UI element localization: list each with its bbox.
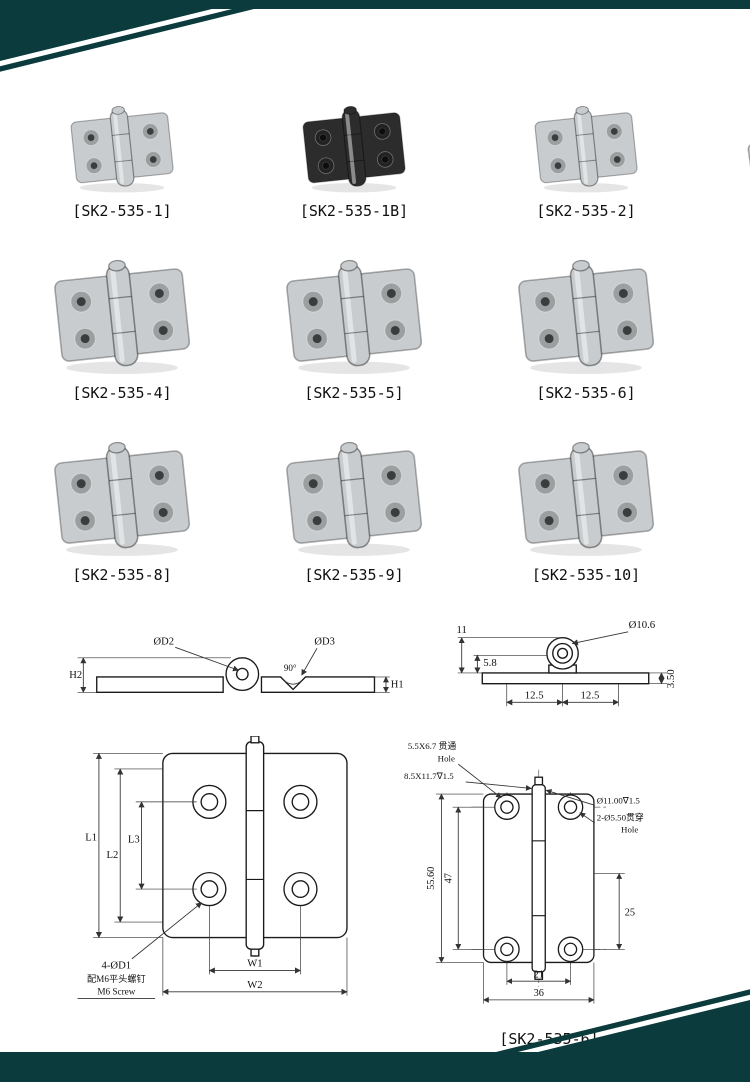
product-card: [SK2-535-1] (46, 100, 198, 220)
dim-label-d3: ØD3 (314, 636, 334, 647)
bottom-border (0, 1052, 750, 1082)
dim-label-w2: W2 (247, 980, 262, 991)
note-thru: 2-Ø5.50贯穿 (597, 811, 644, 822)
detail-dimensions: 5.5X6.7 贯通 Hole 8.5X11.7∇1.5 Ø11.00∇1.5 … (404, 741, 644, 1004)
dim-label-l3: L3 (128, 835, 140, 846)
dim-label-width: 36 (534, 988, 544, 999)
hinge-photo (510, 252, 662, 376)
dim-label-h1: H1 (390, 680, 403, 691)
hinge-photo (295, 100, 413, 194)
product-label: [SK2-535-2] (536, 202, 636, 220)
hinge-photo (46, 434, 198, 558)
product-label: [SK2-535-5] (304, 384, 404, 402)
corner-ornament-top-left (0, 9, 254, 72)
dim-label-angle: 90° (283, 663, 296, 673)
product-card: [SK2-535-5] (278, 252, 430, 402)
dim-label-pitch-h: 21 (534, 969, 544, 980)
note-slot-en: Hole (438, 753, 455, 763)
product-card: [SK2-535-7] (742, 252, 750, 402)
front-dimensions: L1 L2 L3 W1 W2 4-ØD1 配M6平头螺钉 (77, 752, 348, 1000)
dim-label-thickness: 3.50 (665, 669, 677, 688)
note-cbore: 8.5X11.7∇1.5 (404, 771, 454, 781)
dim-label-l2: L2 (107, 850, 119, 861)
product-card: [SK2-535-4] (46, 252, 198, 402)
note-thru-en: Hole (621, 824, 638, 834)
pin-detail-geometry (481, 636, 649, 685)
dim-label-h2: H2 (69, 670, 82, 681)
dim-label-offset: 25 (625, 908, 635, 919)
side-profile-geometry (95, 657, 375, 693)
products-grid: [SK2-535-1] [SK2-535-1B] [SK2-535-2] [SK… (0, 0, 750, 584)
hinge-photo (63, 100, 181, 194)
product-label: [SK2-535-4] (72, 384, 172, 402)
sk2-535-6-dimension-drawing: 5.5X6.7 贯通 Hole 8.5X11.7∇1.5 Ø11.00∇1.5 … (404, 741, 644, 1004)
product-card: [SK2-535-8] (46, 434, 198, 584)
dim-label-11: 11 (456, 624, 466, 636)
dim-label-pitch-right: 12.5 (580, 689, 599, 701)
dim-label-w1: W1 (247, 959, 262, 970)
product-card: [SK2-535-10B] (742, 434, 750, 584)
side-profile-dimensions: H2 ØD2 ØD3 90° H1 (69, 636, 403, 693)
dim-label-pitch-v: 47 (444, 873, 455, 883)
product-card: [SK2-535-10] (510, 434, 662, 584)
hinge-photo (510, 434, 662, 558)
product-card: [SK2-535-2] (510, 100, 662, 220)
hinge-photo (527, 100, 645, 194)
pin-detail-drawing: 11 5.8 Ø10.6 12.5 12.5 3.50 (456, 619, 677, 707)
product-card: [SK2-535-3] (742, 100, 750, 220)
product-label: [SK2-535-1B] (299, 202, 409, 220)
dim-label-pin-dia: Ø10.6 (628, 619, 655, 631)
note-screw-en: M6 Screw (97, 987, 135, 997)
pin-detail-dimensions: 11 5.8 Ø10.6 12.5 12.5 3.50 (456, 619, 677, 707)
note-slot: 5.5X6.7 贯通 (408, 741, 457, 751)
side-profile-drawing: H2 ØD2 ØD3 90° H1 (69, 636, 403, 693)
dim-label-height: 55.60 (426, 867, 437, 890)
note-pin: Ø11.00∇1.5 (597, 795, 641, 805)
product-card: [SK2-535-9] (278, 434, 430, 584)
hinge-photo (278, 434, 430, 558)
hinge-photo (46, 252, 198, 376)
drawings-side-row: H2 ØD2 ØD3 90° H1 (0, 616, 750, 722)
product-label: [SK2-535-1] (72, 202, 172, 220)
dim-label-5-8: 5.8 (483, 657, 496, 669)
product-label: [SK2-535-8] (72, 566, 172, 584)
dim-label-d2: ØD2 (153, 636, 173, 647)
detail-geometry (471, 769, 607, 987)
hinge-photo (742, 105, 750, 194)
dim-label-l1: L1 (85, 833, 97, 844)
note-hole-count: 4-ØD1 (102, 961, 132, 972)
product-label: [SK2-535-10] (531, 566, 641, 584)
note-screw-cn: 配M6平头螺钉 (87, 974, 146, 984)
front-geometry (162, 736, 348, 961)
product-label: [SK2-535-9] (304, 566, 404, 584)
dim-label-pitch-left: 12.5 (524, 689, 543, 701)
product-label: [SK2-535-6] (536, 384, 636, 402)
top-border (0, 0, 750, 9)
corner-ornament-bottom-right (496, 989, 750, 1052)
product-card: [SK2-535-6] (510, 252, 662, 402)
product-card: [SK2-535-1B] (278, 100, 430, 220)
drawings-front-row: L1 L2 L3 W1 W2 4-ØD1 配M6平头螺钉 (0, 736, 750, 1048)
front-dimension-drawing: L1 L2 L3 W1 W2 4-ØD1 配M6平头螺钉 (77, 736, 348, 1000)
hinge-photo (278, 252, 430, 376)
